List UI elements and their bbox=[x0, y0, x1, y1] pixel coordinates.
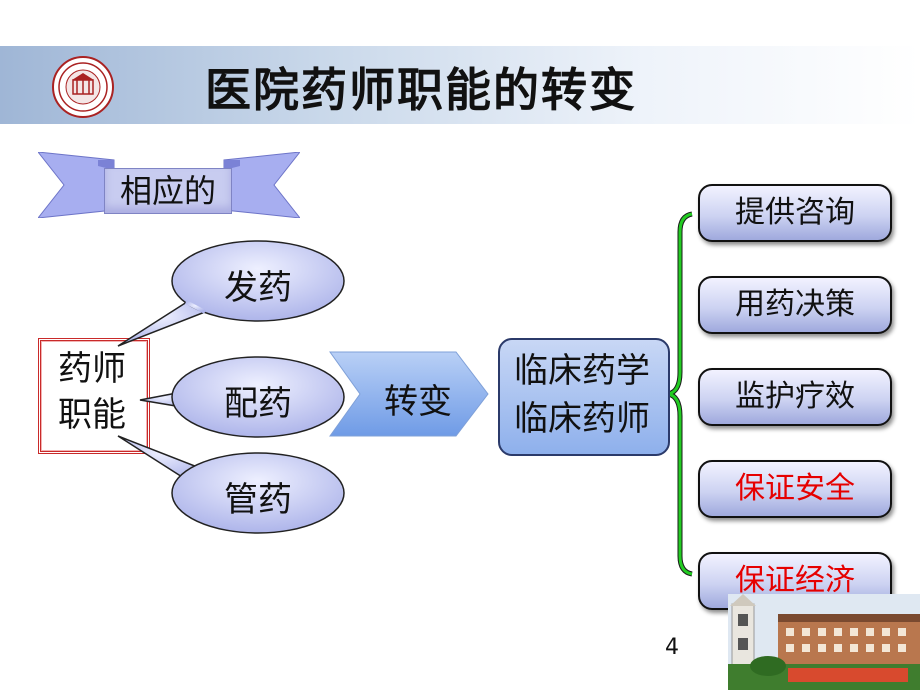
clinical-pharmacy-label: 临床药学 临床药师 bbox=[498, 347, 666, 443]
clinical-line-2: 临床药师 bbox=[514, 399, 650, 439]
outcome-drug-decision: 用药决策 bbox=[698, 276, 892, 334]
clinical-pharmacy-box bbox=[498, 338, 670, 456]
transition-label: 转变 bbox=[384, 382, 452, 422]
transition-arrow bbox=[329, 351, 489, 437]
bubble-manage bbox=[117, 435, 345, 534]
page-title: 医院药师职能的转变 bbox=[205, 63, 637, 117]
pharmacist-functions-box bbox=[38, 338, 150, 454]
pharmacist-functions-line-2: 职能 bbox=[58, 395, 126, 435]
page-number: 4 bbox=[665, 635, 679, 660]
title-band bbox=[0, 46, 920, 124]
pharmacist-functions-line-1: 药师 bbox=[58, 349, 126, 389]
outcome-ensure-safety: 保证安全 bbox=[698, 460, 892, 518]
bubble-label-compound: 配药 bbox=[224, 384, 292, 424]
pharmacist-functions-label: 药师 职能 bbox=[42, 346, 142, 438]
ribbon-label: 相应的 bbox=[104, 168, 232, 214]
bubble-dispense bbox=[117, 240, 345, 347]
bubble-compound bbox=[139, 356, 345, 438]
ribbon-banner bbox=[38, 152, 300, 218]
clinical-line-1: 临床药学 bbox=[514, 351, 650, 391]
bubble-label-manage: 管药 bbox=[224, 480, 292, 520]
campus-photo bbox=[728, 594, 920, 690]
outcome-consultation: 提供咨询 bbox=[698, 184, 892, 242]
outcome-monitor-efficacy: 监护疗效 bbox=[698, 368, 892, 426]
bubble-label-dispense: 发药 bbox=[224, 268, 292, 308]
hospital-logo-icon bbox=[52, 56, 114, 118]
